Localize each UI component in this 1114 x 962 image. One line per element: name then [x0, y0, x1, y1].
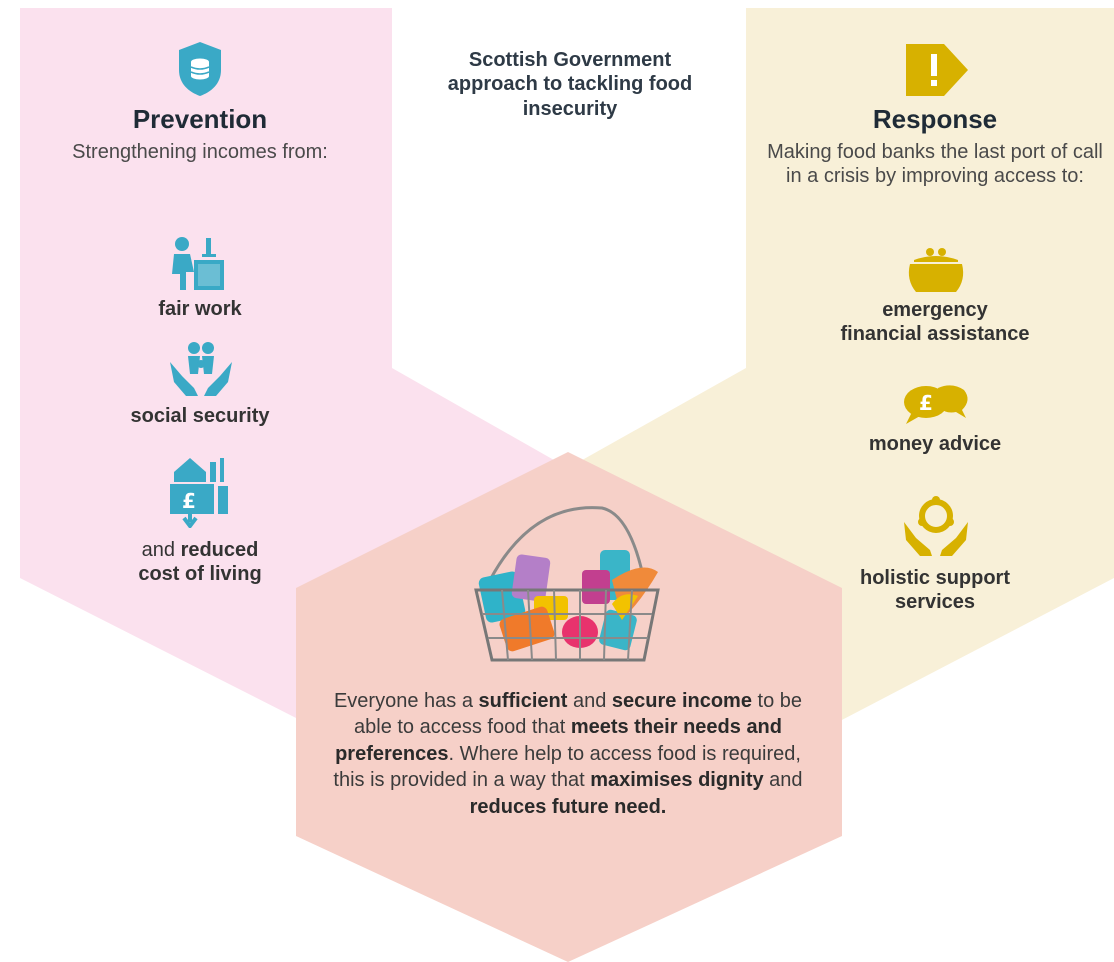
- response-item-emergency-line1: emergency: [882, 299, 988, 321]
- svg-text:£: £: [182, 489, 196, 513]
- outcome-segment: and: [567, 690, 612, 712]
- diagram-title-text: Scottish Government approach to tackling…: [447, 49, 693, 120]
- outcome-segment: to be able to access food that: [354, 690, 803, 739]
- prevention-item-cost-prefix: and: [141, 539, 181, 561]
- prevention-subheading: Strengthening incomes from:: [72, 141, 328, 163]
- outcome-segment: meets their needs and preferences: [335, 716, 782, 765]
- desk-worker-icon: [172, 237, 224, 290]
- prevention-item-social-security: social security: [130, 405, 270, 427]
- response-item-holistic-line2: services: [894, 591, 976, 614]
- response-item-emergency-financial: emergency financial assistance: [800, 298, 1070, 347]
- hands-circle-icon: [904, 496, 968, 556]
- response-item-emergency-line2: financial assistance: [840, 323, 1030, 346]
- prevention-item-cost-of-living: and reduced cost of living: [90, 538, 310, 587]
- family-in-hands-icon: [170, 342, 232, 396]
- outcome-segment: sufficient: [478, 690, 568, 712]
- shopping-basket-icon: [474, 506, 660, 662]
- speech-pound-icon: £: [904, 385, 968, 424]
- prevention-item-cost-label: reduced: [180, 539, 259, 561]
- response-item-money-advice: money advice: [868, 433, 1002, 455]
- prevention-heading: Prevention: [132, 104, 268, 134]
- outcome-segment: secure income: [611, 690, 752, 712]
- response-item-holistic-line1: holistic support: [860, 567, 1010, 589]
- shield-coins-icon: [179, 42, 221, 96]
- purse-icon: [908, 248, 964, 292]
- outcome-hexagon: [296, 452, 842, 962]
- outcome-segment: . Where help to access food is required,…: [333, 742, 801, 792]
- outcome-statement: Everyone has a sufficient and secure inc…: [318, 688, 818, 820]
- response-item-holistic-support: holistic support services: [810, 566, 1060, 615]
- outcome-segment: reduces future need.: [469, 795, 667, 818]
- prevention-item-fair-work: fair work: [158, 298, 242, 320]
- response-heading: Response: [872, 104, 998, 134]
- response-subheading: Making food banks the last port of call …: [767, 141, 1103, 188]
- alert-arrow-icon: [906, 44, 968, 96]
- outcome-segment: and: [763, 769, 803, 792]
- prevention-item-cost-line2: cost of living: [138, 563, 262, 586]
- diagram-title: Scottish Government approach to tackling…: [430, 48, 710, 121]
- outcome-segment: maximises dignity: [590, 769, 764, 792]
- outcome-segment: Everyone has a: [333, 690, 479, 712]
- svg-text:£: £: [919, 391, 933, 415]
- house-pound-icon: £: [170, 458, 228, 528]
